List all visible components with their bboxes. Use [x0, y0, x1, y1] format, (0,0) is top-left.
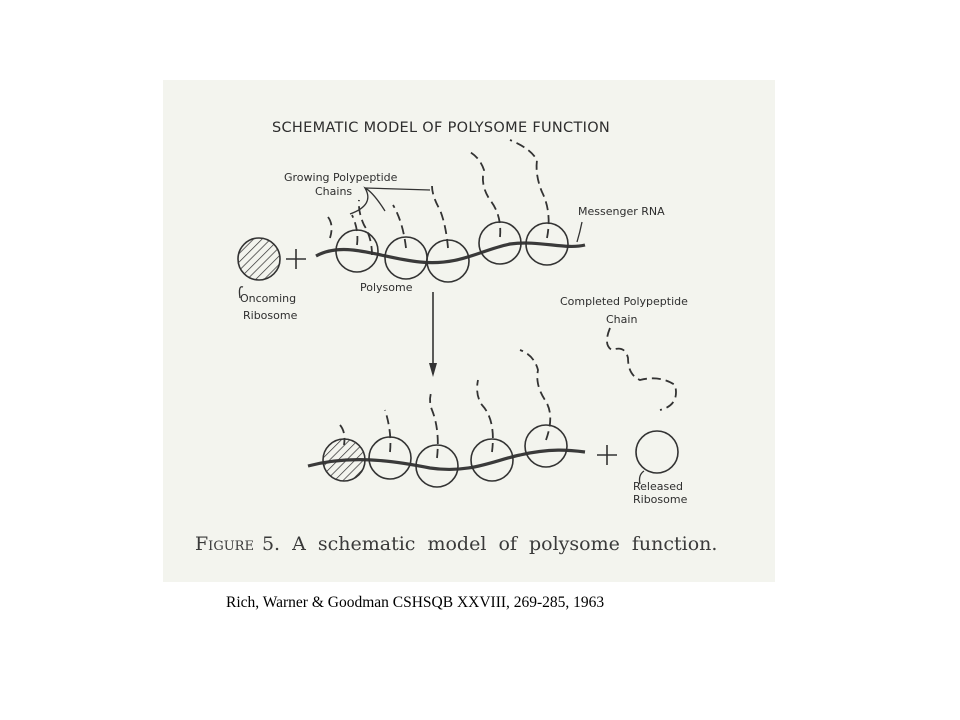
mrna-pointer	[576, 221, 583, 243]
label-messenger-rna: Messenger RNA	[578, 205, 665, 218]
oncoming-ribosome	[237, 237, 281, 281]
messenger-rna-top	[315, 241, 586, 265]
label-oncoming-2: Ribosome	[243, 309, 298, 322]
label-oncoming-1: Oncoming	[240, 292, 296, 305]
plus-sign-bottom	[597, 445, 617, 465]
completed-polypeptide-chain	[606, 327, 677, 411]
growing-chains-top	[327, 139, 550, 256]
polysome-ribosomes-bottom	[322, 424, 568, 488]
label-completed-2: Chain	[606, 313, 637, 326]
label-released-1: Released	[633, 480, 683, 493]
citation: Rich, Warner & Goodman CSHSQB XXVIII, 26…	[226, 594, 605, 611]
label-completed-1: Completed Polypeptide	[560, 295, 688, 308]
transition-arrow	[429, 292, 437, 377]
ribosome	[415, 444, 459, 488]
label-released-2: Ribosome	[633, 493, 688, 506]
growing-chains-pointer	[349, 186, 431, 215]
label-growing-chains-1: Growing Polypeptide	[284, 171, 398, 184]
figure-caption: Figure 5. A schematic model of polysome f…	[195, 533, 717, 555]
growing-chains-bottom	[339, 349, 552, 459]
scanned-figure	[163, 80, 775, 582]
diagram-title: SCHEMATIC MODEL OF POLYSOME FUNCTION	[272, 120, 610, 136]
ribosome	[524, 424, 568, 468]
released-ribosome	[635, 430, 679, 474]
plus-sign-top	[286, 249, 306, 269]
ribosome	[470, 438, 514, 482]
caption-prefix: Figure	[195, 533, 254, 555]
ribosome	[525, 222, 569, 266]
released-pointer	[638, 470, 645, 485]
oncoming-pointer	[238, 286, 244, 299]
caption-text: 5. A schematic model of polysome functio…	[262, 533, 718, 555]
ribosome	[322, 438, 366, 482]
label-growing-chains-2: Chains	[315, 185, 352, 198]
label-polysome: Polysome	[360, 281, 413, 294]
